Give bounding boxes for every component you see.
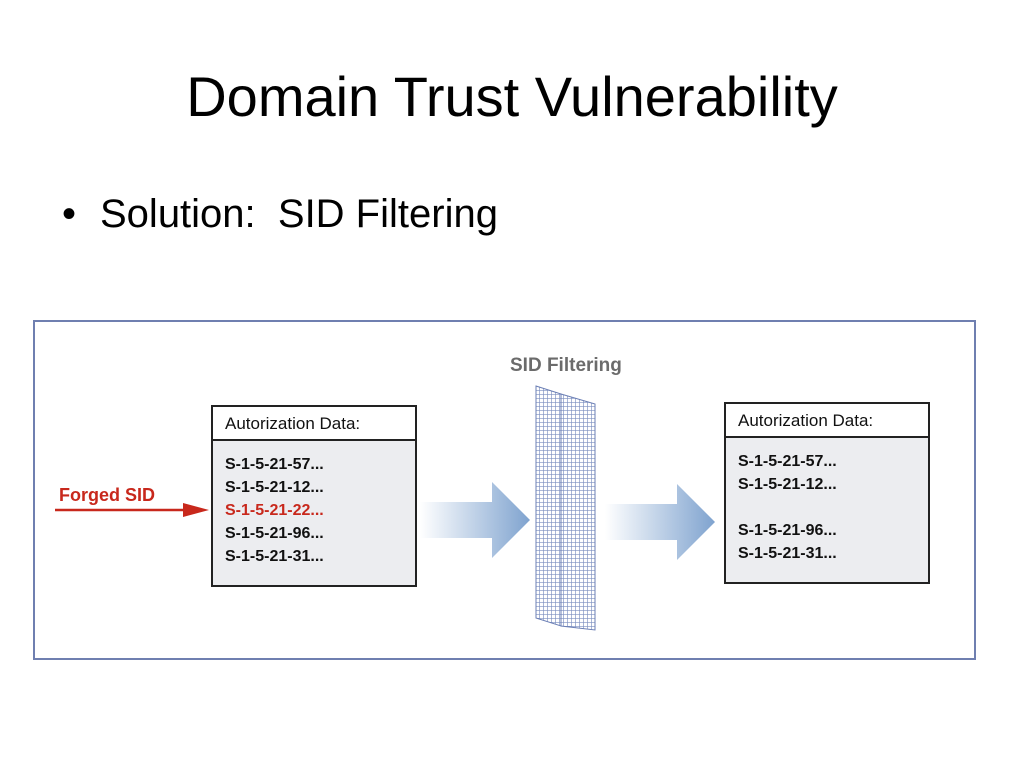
bullet-text: Solution: SID Filtering (100, 192, 498, 236)
filter-label: SID Filtering (510, 355, 622, 376)
sid-entry: S-1-5-21-96... (738, 522, 837, 539)
box-header: Autorization Data: (726, 404, 928, 438)
box-header: Autorization Data: (213, 407, 415, 441)
sid-list: S-1-5-21-57... S-1-5-21-12... S-1-5-21-9… (726, 438, 928, 565)
bullet-item: • Solution: SID Filtering (62, 190, 498, 238)
forged-sid-arrow (55, 503, 209, 517)
sid-entry: S-1-5-21-12... (225, 479, 324, 496)
sid-entry: S-1-5-21-12... (738, 476, 837, 493)
sid-entry: S-1-5-21-31... (225, 548, 324, 565)
sid-filter-mesh (535, 385, 596, 631)
slide-title: Domain Trust Vulnerability (186, 65, 838, 128)
sid-entry: S-1-5-21-96... (225, 525, 324, 542)
bullet-marker: • (62, 192, 77, 236)
flow-arrow-right (605, 484, 715, 560)
forged-sid-label: Forged SID (59, 485, 156, 505)
sid-entry: S-1-5-21-31... (738, 545, 837, 562)
output-authorization-box: Autorization Data: S-1-5-21-57... S-1-5-… (724, 402, 930, 584)
flow-arrow-left (420, 482, 530, 558)
diagram-panel: SID Filtering Forged SID Autorization Da… (33, 320, 976, 660)
forged-sid-entry: S-1-5-21-22... (225, 502, 324, 519)
sid-entry: S-1-5-21-57... (225, 456, 324, 473)
input-authorization-box: Autorization Data: S-1-5-21-57... S-1-5-… (211, 405, 417, 587)
sid-list: S-1-5-21-57... S-1-5-21-12... S-1-5-21-2… (213, 441, 415, 568)
sid-entry: S-1-5-21-57... (738, 453, 837, 470)
